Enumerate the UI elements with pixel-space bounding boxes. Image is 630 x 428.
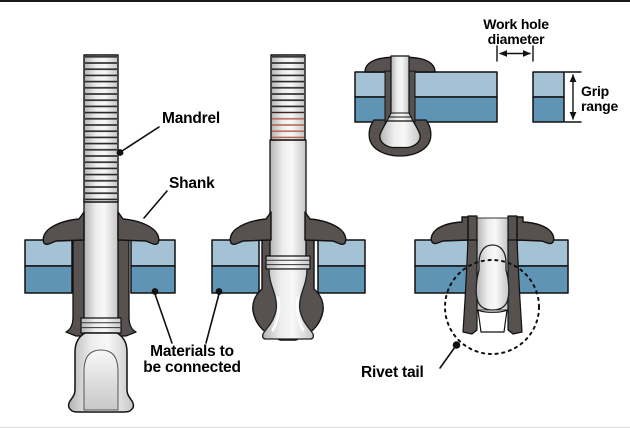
view-rivet-being-set — [211, 54, 366, 341]
mandrel-callout-dot — [116, 149, 124, 156]
plate-bottom-left — [414, 265, 469, 294]
plate-top-left — [414, 239, 469, 267]
mandrel-head-rings — [80, 317, 122, 334]
mandrel-head-highlight — [83, 349, 119, 411]
materials-leader-line-right — [205, 293, 220, 344]
vase-highlight — [271, 296, 281, 332]
label-work-hole-line1: Work hole — [483, 16, 549, 32]
work-hole-dimension — [496, 45, 534, 62]
broken-mandrel-stem — [390, 55, 410, 115]
label-mandrel: Mandrel — [162, 110, 221, 127]
grip-block-bottom — [532, 96, 565, 123]
callout-leaders — [116, 126, 461, 369]
mandrel-thread-lines-red — [272, 113, 304, 140]
mandrel-head-rings — [265, 255, 311, 270]
shank-flange-left — [42, 211, 85, 245]
grip-block-top — [532, 71, 565, 98]
mandrel-stem — [83, 197, 119, 332]
mandrel-head-bulb — [379, 120, 421, 149]
label-work-hole-diameter: Work hole diameter — [466, 17, 566, 47]
plate-bottom — [354, 96, 498, 123]
plate-top-right — [516, 239, 569, 267]
mandrel-step-ring — [388, 112, 412, 118]
shank-flange-right — [516, 216, 555, 245]
shank-flange-right — [304, 211, 347, 245]
shank-flange-left — [430, 216, 469, 245]
label-shank: Shank — [169, 175, 215, 192]
label-grip-range-line1: Grip — [581, 83, 609, 99]
rivet-tail-callout-dot — [452, 341, 461, 349]
label-materials-line2: be connected — [143, 359, 241, 376]
rivet-top-wall-left — [467, 215, 478, 243]
label-work-hole-line2: diameter — [487, 31, 545, 47]
materials-callout-dot-left — [151, 288, 159, 295]
plate-bottom-left — [24, 265, 73, 294]
mandrel-thread-lines — [272, 56, 304, 113]
rivet-hollow-end — [477, 309, 508, 333]
plate-bottom-right — [317, 265, 366, 294]
materials-leader-line-left — [154, 293, 173, 344]
vase-highlight — [295, 296, 305, 332]
plate-bottom-right — [130, 265, 176, 294]
rivet-tail-dotted-circle — [444, 259, 540, 355]
rivet-wall-left — [462, 239, 478, 335]
view-finished-rivet — [414, 215, 569, 355]
rivet-tail-bulb — [475, 244, 510, 311]
view-rivet-before-setting — [24, 54, 176, 413]
label-grip-range-line2: range — [581, 98, 619, 114]
grip-range-dimension — [564, 71, 582, 123]
shank-flange-left — [229, 211, 272, 245]
shank-leader-line — [143, 190, 168, 219]
plate-top — [354, 71, 498, 98]
label-rivet-tail: Rivet tail — [361, 364, 424, 381]
mandrel-stem — [269, 139, 307, 261]
rivet-top-wall-right — [507, 215, 518, 243]
label-materials-line1: Materials to — [150, 343, 234, 360]
label-materials: Materials to be connected — [127, 344, 257, 376]
mandrel-thread-lines — [85, 56, 117, 201]
top-border — [0, 0, 630, 2]
rivet-tail-leader-line — [439, 346, 456, 369]
shank-flange-right — [117, 211, 160, 245]
mandrel-leader-line — [121, 126, 160, 152]
label-grip-range: Grip range — [581, 84, 618, 114]
plate-bottom-right — [516, 265, 569, 294]
materials-callout-dot-right — [215, 288, 223, 295]
view-set-rivet-section — [354, 45, 582, 157]
